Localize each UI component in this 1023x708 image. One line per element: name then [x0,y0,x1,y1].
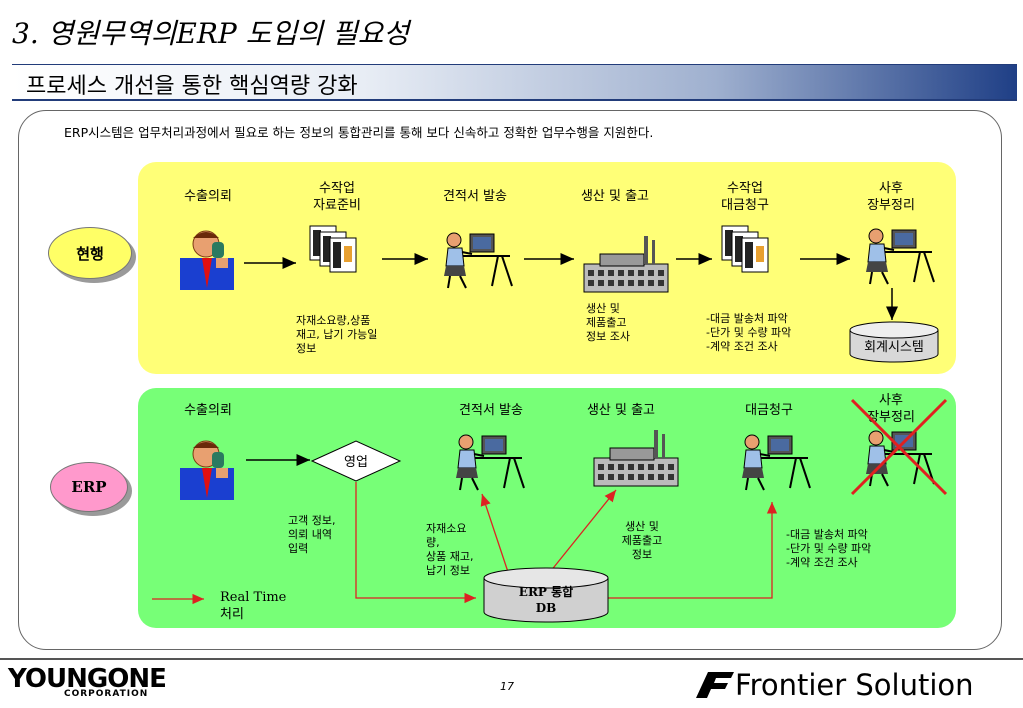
erp-note-customer: 고객 정보, 의뢰 내역 입력 [288,514,336,555]
youngone-logo-sub: CORPORATION [64,689,149,699]
phone-person-icon [179,230,235,291]
erp-tag: ERP [50,462,128,512]
accounting-system-cylinder [849,321,939,363]
current-tag: 현행 [48,227,132,279]
factory-icon [583,235,669,293]
erp-step-2: 견적서 발송 [459,403,523,418]
factory-icon [593,429,679,487]
current-step-6: 사후 장부정리 [867,181,915,213]
subtitle-banner [12,64,1017,101]
current-step-2: 수작업 자료준비 [313,181,361,213]
erp-db-label: ERP 통합 DB [518,585,574,615]
sales-label: 영업 [344,455,368,470]
current-step-4: 생산 및 출고 [580,189,650,204]
page-number: 17 [500,680,514,693]
erp-note-billing: -대금 발송처 파악 -단가 및 수량 파악 -계약 조건 조사 [786,528,872,569]
erp-note-production: 생산 및 제품출고 정보 [621,520,663,561]
cross-out-icon [850,398,948,496]
page-title: 3. 영원무역의ERP 도입의 필요성 [12,17,410,50]
erp-note-materials: 자재소요 량, 상품 재고, 납기 정보 [426,522,474,577]
erp-step-3: 생산 및 출고 [586,403,656,418]
current-process-panel [138,162,956,374]
frontier-logo-icon [696,672,734,698]
current-note-billing: -대금 발송처 파악 -단가 및 수량 파악 -계약 조건 조사 [706,312,792,353]
subtitle: 프로세스 개선을 통한 핵심역량 강화 [26,74,358,99]
current-step-3: 견적서 발송 [443,189,507,204]
lead-text: ERP시스템은 업무처리과정에서 필요로 하는 정보의 통합관리를 통해 보다 … [64,125,654,140]
accounting-system-label: 회계시스템 [864,340,924,355]
office-worker-icon [455,434,525,491]
erp-step-4: 대금청구 [745,403,793,418]
frontier-solution-logo: Frontier Solution [735,668,974,702]
phone-person-icon [179,440,235,501]
documents-icon [721,225,769,273]
current-note-materials: 자재소요량,상품 재고, 납기 가능일 정보 [296,314,378,355]
erp-step-1: 수출의뢰 [184,403,232,418]
current-step-1: 수출의뢰 [184,189,232,204]
office-worker-icon [865,430,935,487]
legend-realtime-label: Real Time 처리 [220,590,287,622]
office-worker-icon [443,232,513,289]
erp-step-5: 사후 장부정리 [867,393,915,425]
youngone-logo: YOUNGONE [8,664,167,694]
office-worker-icon [865,228,935,285]
documents-icon [309,225,357,273]
current-step-5: 수작업 대금청구 [721,181,769,213]
office-worker-icon [741,434,811,491]
current-note-production: 생산 및 제품출고 정보 조사 [586,302,630,343]
erp-db-cylinder [483,567,609,623]
footer-divider [0,658,1023,660]
sales-diamond [310,440,402,482]
